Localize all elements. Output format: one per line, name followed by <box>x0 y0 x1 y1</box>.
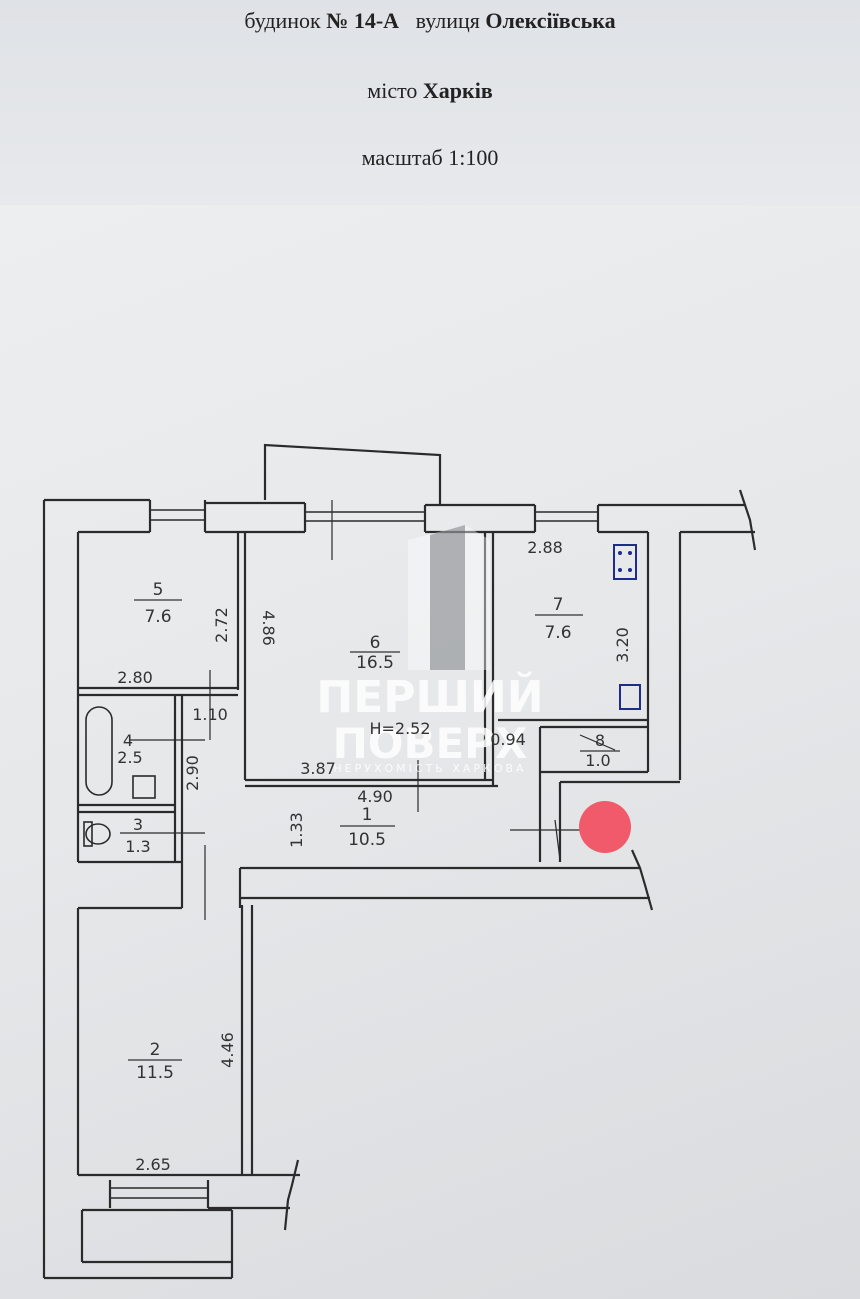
watermark-building-icon <box>408 525 490 670</box>
scale-line: масштаб 1:100 <box>0 145 860 171</box>
washbasin-icon <box>132 775 156 799</box>
dim-320: 3.20 <box>613 627 632 663</box>
document-header-area <box>0 0 860 205</box>
room-4-number: 4 <box>123 731 133 750</box>
wall-break-bottom <box>283 1159 300 1231</box>
dim-280: 2.80 <box>117 668 153 687</box>
city-name: Харків <box>422 78 493 103</box>
room-2-number: 2 <box>150 1040 161 1060</box>
room-2-area: 11.5 <box>136 1063 174 1083</box>
wall-break-top-right <box>738 489 757 551</box>
building-number: № 14-А <box>326 8 400 33</box>
dim-290: 2.90 <box>183 755 202 791</box>
stove-icon <box>613 544 637 580</box>
dim-265: 2.65 <box>135 1155 171 1174</box>
floor-plan-sheet <box>0 205 860 1299</box>
scale-label: масштаб 1:100 <box>361 145 499 170</box>
building-address-line: будинок № 14-А вулиця Олексіївська <box>0 8 860 34</box>
balcony-outline <box>263 443 442 505</box>
toilet-icon <box>85 823 111 845</box>
dim-110: 1.10 <box>192 705 228 724</box>
dim-446: 4.46 <box>218 1032 237 1068</box>
room-4-area: 2.5 <box>117 748 142 767</box>
room-6-area: 16.5 <box>356 653 394 673</box>
street-name: Олексіївська <box>485 8 616 33</box>
street-label: вулиця <box>415 8 480 33</box>
room-6-number: 6 <box>370 633 381 653</box>
room-1-number: 1 <box>362 805 373 825</box>
red-location-marker <box>579 801 631 853</box>
room-7-area: 7.6 <box>544 623 571 643</box>
stove-burners <box>618 551 632 572</box>
watermark-line1: ПЕРШИЙ <box>316 670 543 723</box>
dim-094: 0.94 <box>490 730 526 749</box>
wall-break-right <box>630 849 654 911</box>
room-labels: 5 7.6 6 16.5 7 7.6 4 2.5 3 1.3 8 1.0 1 1… <box>117 580 620 1083</box>
room-3-number: 3 <box>133 815 143 834</box>
kitchen-sink-icon <box>619 684 641 710</box>
room-8-area: 1.0 <box>585 751 610 770</box>
room-8-number: 8 <box>595 731 605 750</box>
watermark-tagline: НЕРУХОМІСТЬ ХАРКОВА <box>333 762 526 775</box>
walls <box>42 443 757 1280</box>
city-label: місто <box>367 78 418 103</box>
dim-387: 3.87 <box>300 759 336 778</box>
dim-288: 2.88 <box>527 538 563 557</box>
ceiling-height: H=2.52 <box>369 719 430 738</box>
bathtub-icon <box>85 706 113 796</box>
room-5-number: 5 <box>153 580 164 600</box>
dim-272: 2.72 <box>212 607 231 643</box>
room-5-area: 7.6 <box>144 607 171 627</box>
city-line: місто Харків <box>0 78 860 104</box>
room-1-area: 10.5 <box>348 830 386 850</box>
fixtures <box>83 544 641 847</box>
dim-486: 4.86 <box>259 610 278 646</box>
room-3-area: 1.3 <box>125 837 150 856</box>
dimension-labels: 2.88 2.72 4.86 3.20 2.80 1.10 2.90 3.87 … <box>117 538 632 1174</box>
room-7-number: 7 <box>553 595 564 615</box>
dim-490: 4.90 <box>357 787 393 806</box>
building-label: будинок <box>244 8 321 33</box>
watermark-line2: ПОВЕРХ <box>333 719 528 768</box>
dim-133: 1.33 <box>287 812 306 848</box>
watermark-logo <box>408 525 490 670</box>
